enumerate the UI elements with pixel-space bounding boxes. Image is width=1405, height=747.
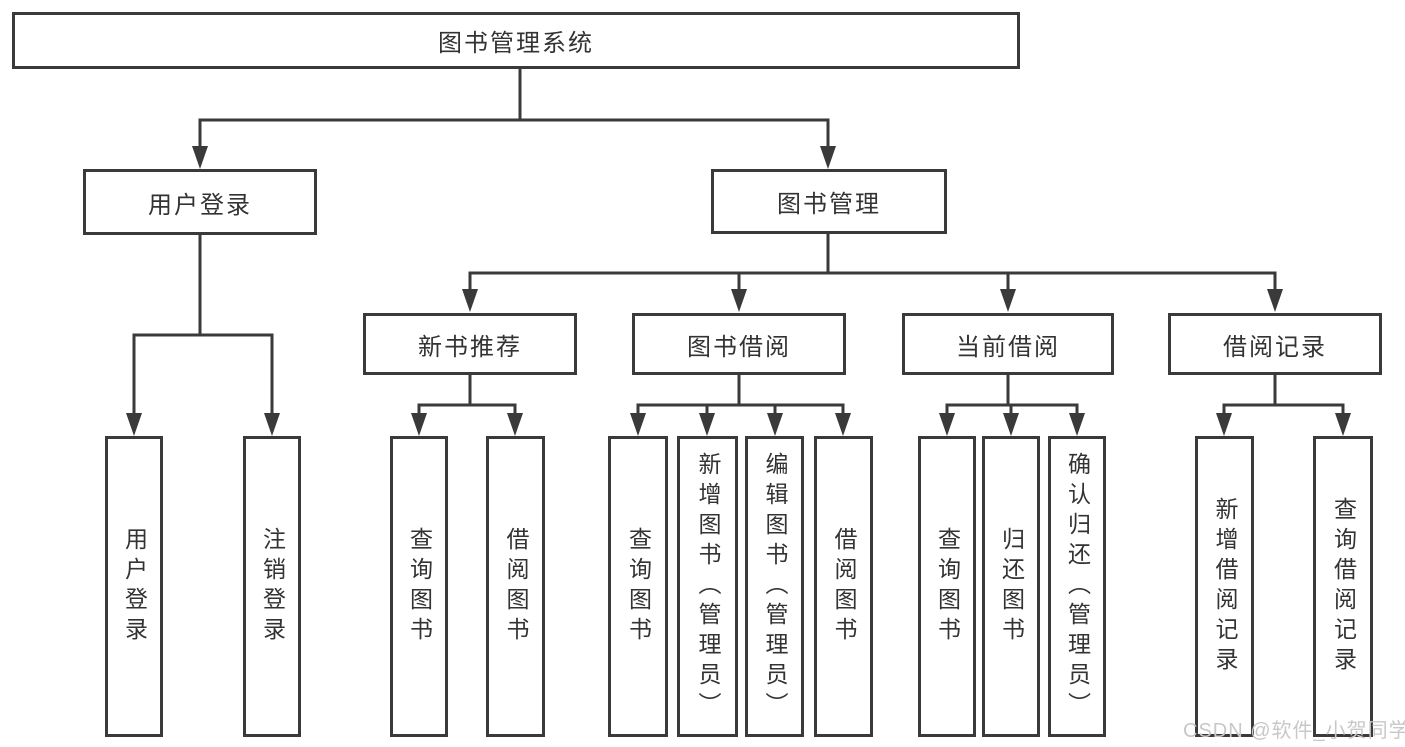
leaf-current-confirm-return-admin: 确认归还（管理员） bbox=[1048, 436, 1106, 737]
leaf-newbook-borrow-book-label: 借阅图书 bbox=[503, 526, 529, 647]
leaf-records-add-borrow-record-label: 新增借阅记录 bbox=[1212, 496, 1238, 677]
leaf-records-query-borrow-record: 查询借阅记录 bbox=[1313, 436, 1373, 737]
node-borrow-records: 借阅记录 bbox=[1168, 313, 1382, 375]
leaf-borrow-borrow-book-label: 借阅图书 bbox=[831, 526, 857, 647]
leaf-logout-login-label: 注销登录 bbox=[259, 526, 286, 647]
csdn-watermark: CSDN @软件_小贺同学 bbox=[1183, 720, 1405, 742]
leaf-records-add-borrow-record: 新增借阅记录 bbox=[1195, 436, 1254, 737]
leaf-borrow-edit-book-admin: 编辑图书（管理员） bbox=[745, 436, 804, 737]
leaf-user-login: 用户登录 bbox=[105, 436, 163, 737]
root-node-label: 图书管理系统 bbox=[438, 30, 594, 57]
leaf-current-confirm-return-admin-label: 确认归还（管理员） bbox=[1064, 451, 1091, 722]
leaf-borrow-add-book-admin-label: 新增图书（管理员） bbox=[695, 451, 721, 722]
connector-current-to-leaves bbox=[945, 375, 1079, 414]
node-current-borrow-label: 当前借阅 bbox=[956, 333, 1060, 361]
leaf-current-query-book: 查询图书 bbox=[918, 436, 976, 737]
node-new-book-recommend-label: 新书推荐 bbox=[418, 333, 522, 361]
node-book-borrow: 图书借阅 bbox=[632, 313, 846, 375]
leaf-newbook-borrow-book: 借阅图书 bbox=[486, 436, 545, 737]
connector-root-to-level2 bbox=[198, 69, 830, 146]
connector-bookmgmt-to-level3 bbox=[468, 234, 1277, 290]
node-new-book-recommend: 新书推荐 bbox=[363, 313, 577, 375]
connector-borrow-to-leaves bbox=[636, 375, 845, 414]
leaf-user-login-label: 用户登录 bbox=[121, 526, 148, 647]
connector-userlogin-to-leaves bbox=[132, 234, 274, 414]
leaf-records-query-borrow-record-label: 查询借阅记录 bbox=[1330, 496, 1357, 677]
leaf-borrow-borrow-book: 借阅图书 bbox=[814, 436, 873, 737]
leaf-current-return-book-label: 归还图书 bbox=[998, 526, 1025, 647]
leaf-newbook-query-book: 查询图书 bbox=[390, 436, 448, 737]
node-borrow-records-label: 借阅记录 bbox=[1223, 333, 1327, 361]
leaf-borrow-edit-book-admin-label: 编辑图书（管理员） bbox=[762, 451, 788, 722]
leaf-logout-login: 注销登录 bbox=[243, 436, 301, 737]
connector-newbook-to-leaves bbox=[417, 375, 517, 414]
node-user-login: 用户登录 bbox=[83, 169, 317, 235]
leaf-borrow-query-book: 查询图书 bbox=[608, 436, 668, 737]
connector-records-to-leaves bbox=[1222, 375, 1345, 414]
arrowhead-icons bbox=[126, 146, 1351, 436]
leaf-borrow-query-book-label: 查询图书 bbox=[625, 526, 652, 647]
leaf-newbook-query-book-label: 查询图书 bbox=[406, 526, 433, 647]
node-current-borrow: 当前借阅 bbox=[902, 313, 1114, 375]
node-book-management: 图书管理 bbox=[711, 169, 947, 234]
leaf-current-query-book-label: 查询图书 bbox=[934, 526, 961, 647]
node-user-login-label: 用户登录 bbox=[148, 191, 252, 219]
node-book-management-label: 图书管理 bbox=[777, 191, 881, 218]
root-node-library-system: 图书管理系统 bbox=[12, 12, 1020, 69]
node-book-borrow-label: 图书借阅 bbox=[687, 333, 791, 361]
leaf-current-return-book: 归还图书 bbox=[982, 436, 1040, 737]
leaf-borrow-add-book-admin: 新增图书（管理员） bbox=[677, 436, 738, 737]
